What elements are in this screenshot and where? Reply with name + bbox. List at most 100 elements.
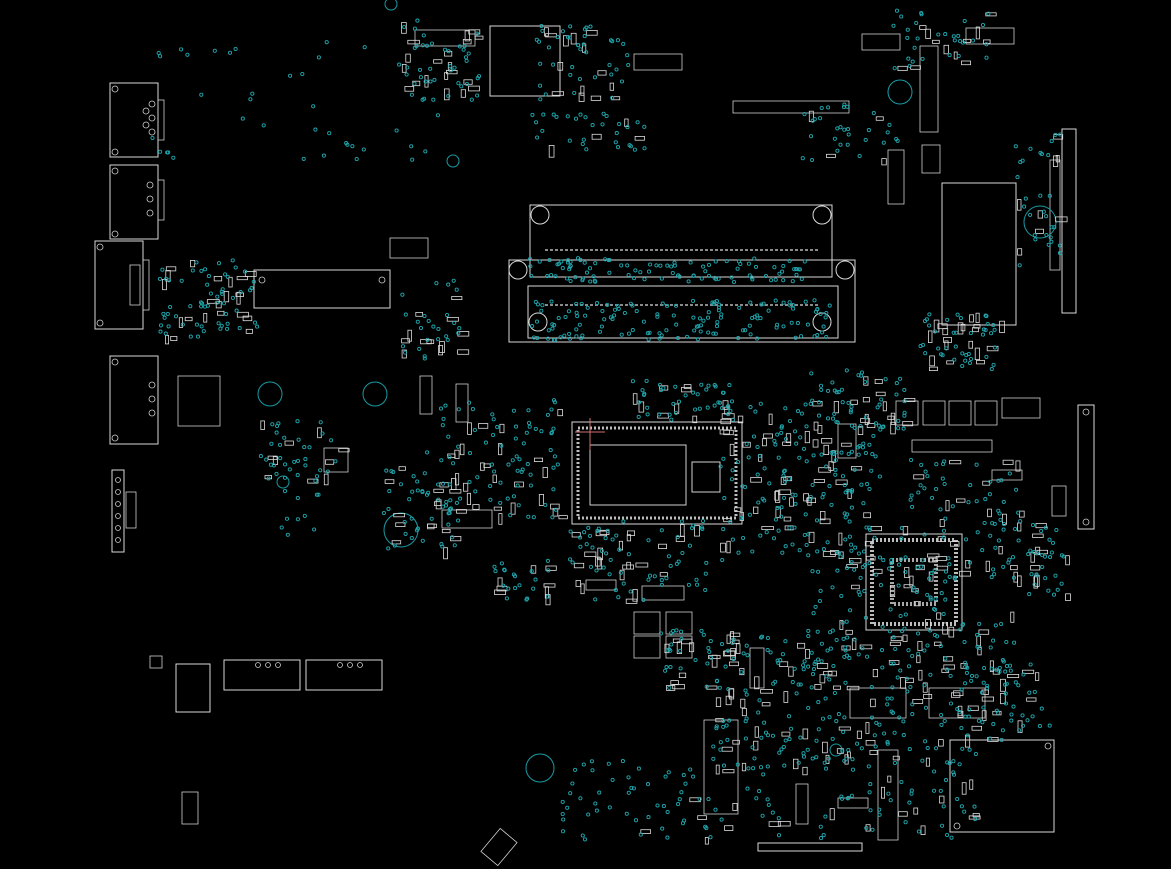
via	[288, 73, 293, 78]
smd-pad	[1000, 693, 1006, 705]
via	[794, 691, 799, 696]
via	[1026, 552, 1031, 557]
via	[641, 319, 646, 324]
via	[849, 793, 854, 798]
via	[863, 450, 868, 456]
via	[982, 665, 987, 671]
smd-pad	[917, 641, 923, 651]
via	[830, 585, 835, 590]
via	[528, 257, 533, 262]
smd-pad	[681, 386, 692, 393]
via	[996, 478, 1001, 483]
smd-pad	[1053, 155, 1059, 167]
via	[893, 646, 898, 652]
via	[826, 105, 831, 110]
via	[804, 459, 809, 464]
via	[967, 560, 972, 565]
smd-pad	[551, 91, 565, 96]
via	[597, 790, 602, 795]
via	[899, 14, 904, 19]
via	[667, 685, 672, 690]
smd-pad	[741, 708, 747, 717]
via	[736, 336, 741, 341]
via	[707, 649, 712, 654]
via	[641, 597, 646, 602]
smd-pad	[591, 133, 602, 140]
smd-pad	[1017, 248, 1023, 256]
via	[760, 496, 765, 501]
via	[905, 689, 910, 694]
smd-pad	[563, 35, 569, 47]
via	[776, 528, 781, 533]
via	[716, 400, 721, 405]
usb-connector-upper	[109, 164, 165, 240]
via	[695, 392, 700, 397]
via	[985, 683, 990, 688]
via	[982, 520, 987, 526]
via	[740, 484, 745, 489]
via	[902, 626, 907, 631]
via	[885, 696, 890, 701]
via	[528, 472, 533, 477]
via	[758, 401, 763, 406]
via	[756, 710, 761, 715]
via	[772, 438, 777, 444]
via	[1057, 243, 1062, 248]
via	[161, 311, 166, 316]
via	[602, 317, 607, 322]
via	[420, 43, 425, 48]
via	[885, 741, 890, 746]
via	[610, 537, 615, 542]
via	[780, 652, 785, 657]
via	[903, 569, 908, 575]
via	[870, 827, 875, 832]
via	[699, 382, 704, 387]
via	[501, 583, 506, 588]
via	[944, 667, 950, 672]
via	[718, 740, 723, 745]
via	[960, 363, 965, 369]
smd-pad	[981, 696, 995, 702]
via	[934, 486, 939, 492]
via	[831, 663, 836, 669]
via	[614, 533, 619, 538]
via	[790, 542, 795, 547]
via	[528, 483, 533, 488]
smd-pad	[804, 431, 810, 444]
via	[782, 479, 787, 484]
via	[546, 45, 551, 50]
via	[617, 122, 622, 127]
via	[422, 356, 427, 361]
via	[713, 277, 719, 282]
via	[812, 298, 817, 303]
via	[278, 456, 283, 461]
via	[452, 65, 457, 70]
via	[499, 443, 504, 448]
via	[910, 712, 915, 717]
via	[824, 674, 829, 679]
smd-pad	[946, 360, 954, 365]
via	[472, 427, 477, 433]
via	[721, 718, 726, 724]
via	[908, 684, 913, 690]
via	[860, 445, 866, 450]
via	[744, 692, 749, 697]
via	[302, 513, 307, 518]
via	[1059, 581, 1064, 586]
via	[819, 836, 824, 841]
via	[813, 659, 818, 664]
via	[983, 313, 988, 318]
via	[951, 34, 956, 39]
via	[588, 24, 593, 29]
smd-pad	[874, 378, 883, 384]
smd-pad	[715, 697, 722, 707]
via	[560, 266, 565, 271]
smd-pad	[945, 500, 950, 512]
via	[903, 820, 908, 825]
via	[757, 789, 762, 794]
via	[748, 332, 753, 337]
via	[1048, 235, 1053, 240]
via	[1044, 232, 1049, 238]
via	[717, 302, 722, 307]
smd-pad	[763, 433, 773, 439]
